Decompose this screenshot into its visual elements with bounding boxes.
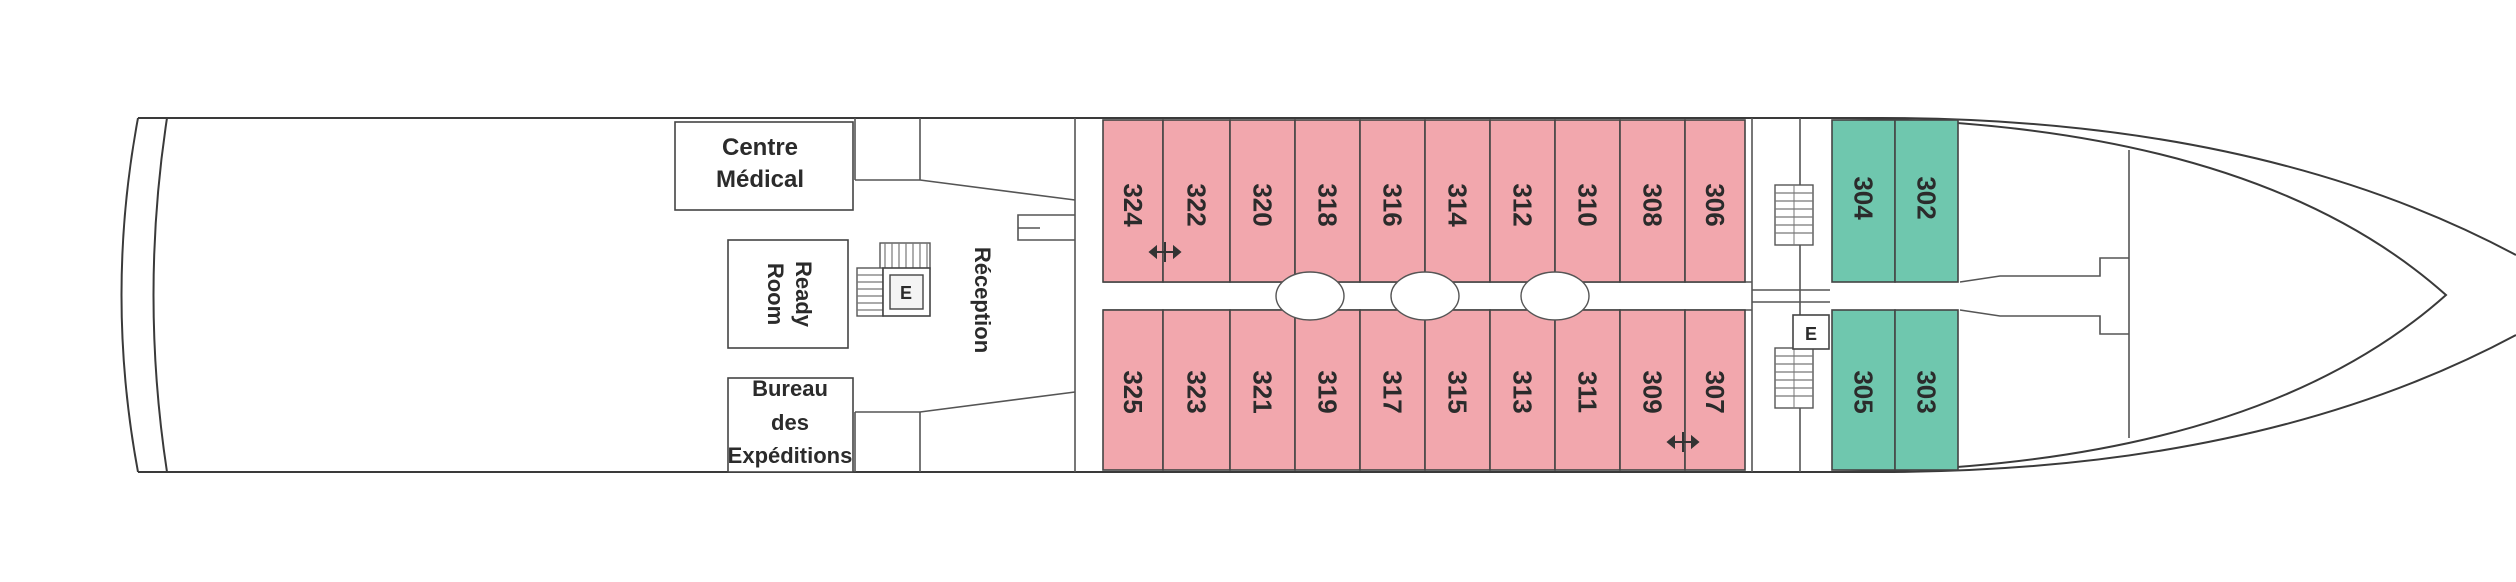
cabin-321[interactable]: 321 (1229, 309, 1296, 471)
elevator-fore-label: E (900, 283, 912, 303)
cabin-number: 315 (1443, 370, 1473, 413)
cabin-number: 312 (1508, 183, 1538, 226)
cabin-314[interactable]: 314 (1424, 119, 1491, 283)
suite-cabins: 304 302 305 303 (1831, 119, 1959, 471)
cabin-number: 305 (1849, 370, 1879, 413)
bureau-line2: des (771, 410, 809, 435)
cabin-number: 307 (1700, 370, 1730, 413)
cabin-303[interactable]: 303 (1894, 309, 1959, 471)
centre-medical-line1: Centre (722, 134, 798, 161)
cabin-319[interactable]: 319 (1294, 309, 1361, 471)
cabin-number: 325 (1118, 370, 1148, 413)
cabin-312[interactable]: 312 (1489, 119, 1556, 283)
cabin-306[interactable]: 306 (1684, 119, 1746, 283)
cabin-number: 313 (1508, 370, 1538, 413)
stairs-icon (856, 242, 931, 317)
cabin-309[interactable]: 309 (1619, 309, 1686, 471)
standard-top-cell (1554, 119, 1621, 283)
cabin-number: 304 (1849, 176, 1879, 220)
cabin-number: 302 (1912, 176, 1942, 219)
cabin-318[interactable]: 318 (1294, 119, 1361, 283)
standard-bottom-cell (1554, 309, 1621, 471)
cabin-number: 324 (1118, 183, 1148, 227)
suite-top-cell (1894, 119, 1959, 283)
room-ready-room: Ready Room (727, 239, 849, 349)
standard-bottom-cell (1102, 309, 1164, 471)
cabin-number: 323 (1182, 370, 1212, 413)
cabin-307[interactable]: 307 (1684, 309, 1746, 471)
standard-top-cell (1359, 119, 1426, 283)
suite-top-cell (1831, 119, 1896, 283)
elevator-icon: E (1792, 314, 1830, 350)
cabin-number: 306 (1700, 183, 1730, 226)
cabin-320[interactable]: 320 (1229, 119, 1296, 283)
cabin-308[interactable]: 308 (1619, 119, 1686, 283)
cabin-310[interactable]: 310 (1554, 119, 1621, 283)
cabin-number: 314 (1443, 183, 1473, 227)
cabin-number: 322 (1182, 183, 1212, 226)
cabin-323[interactable]: 323 (1162, 309, 1231, 471)
cabin-317[interactable]: 317 (1359, 309, 1426, 471)
cabin-number: 316 (1378, 183, 1408, 226)
cabin-number: 309 (1638, 370, 1668, 413)
standard-top-cell (1229, 119, 1296, 283)
bureau-line1: Bureau (752, 376, 828, 401)
ship-hull (120, 117, 2516, 473)
cabin-number: 321 (1248, 370, 1278, 413)
bureau-line3: Expéditions (728, 443, 853, 468)
cabin-322[interactable]: 322 (1162, 119, 1231, 283)
cabin-305[interactable]: 305 (1831, 309, 1896, 471)
standard-bottom-cell (1229, 309, 1296, 471)
cabin-number: 303 (1912, 370, 1942, 413)
connecting-door-icon (1148, 242, 1182, 262)
suite-bottom-cell (1831, 309, 1896, 471)
standard-bottom-cell (1489, 309, 1556, 471)
cabin-316[interactable]: 316 (1359, 119, 1426, 283)
cabin-304[interactable]: 304 (1831, 119, 1896, 283)
standard-top-cell (1489, 119, 1556, 283)
cabin-311[interactable]: 311 (1554, 309, 1621, 471)
stairs-icon (1774, 184, 1814, 246)
cabin-number: 320 (1248, 183, 1278, 226)
standard-cabins: 324 322 320 318 316 314 312 310 308 306 325 323 321 3… (1102, 119, 1746, 471)
cabin-302[interactable]: 302 (1894, 119, 1959, 283)
elevator-mid-label: E (1805, 324, 1817, 344)
standard-top-cell (1619, 119, 1686, 283)
connecting-door-icon (1666, 432, 1700, 452)
standard-top-cell (1424, 119, 1491, 283)
cabin-number: 317 (1378, 370, 1408, 413)
standard-bottom-cell (1359, 309, 1426, 471)
cabin-number: 319 (1313, 370, 1343, 413)
standard-bottom-cell (1162, 309, 1231, 471)
standard-top-cell (1294, 119, 1361, 283)
cabin-number: 308 (1638, 183, 1668, 226)
centre-medical-line2: Médical (716, 166, 804, 193)
corridor-alcoves (1275, 271, 1590, 321)
room-centre-medical: Centre Médical (674, 121, 854, 211)
stairs-icon (1774, 347, 1814, 409)
elevator-icon: E (882, 267, 931, 317)
room-bureau-expeditions: Bureau des Expéditions (727, 376, 854, 473)
ready-room-line2: Room (763, 263, 788, 325)
ready-room-line1: Ready (791, 261, 816, 328)
suite-bottom-cell (1894, 309, 1959, 471)
cabin-number: 310 (1573, 183, 1603, 226)
standard-top-cell (1684, 119, 1746, 283)
standard-bottom-cell (1424, 309, 1491, 471)
cabin-number: 311 (1573, 371, 1603, 413)
cabin-324[interactable]: 324 (1102, 119, 1164, 283)
cabin-325[interactable]: 325 (1102, 309, 1164, 471)
cabin-315[interactable]: 315 (1424, 309, 1491, 471)
cabin-number: 318 (1313, 183, 1343, 226)
cabin-313[interactable]: 313 (1489, 309, 1556, 471)
reception-label: Réception (970, 247, 995, 353)
